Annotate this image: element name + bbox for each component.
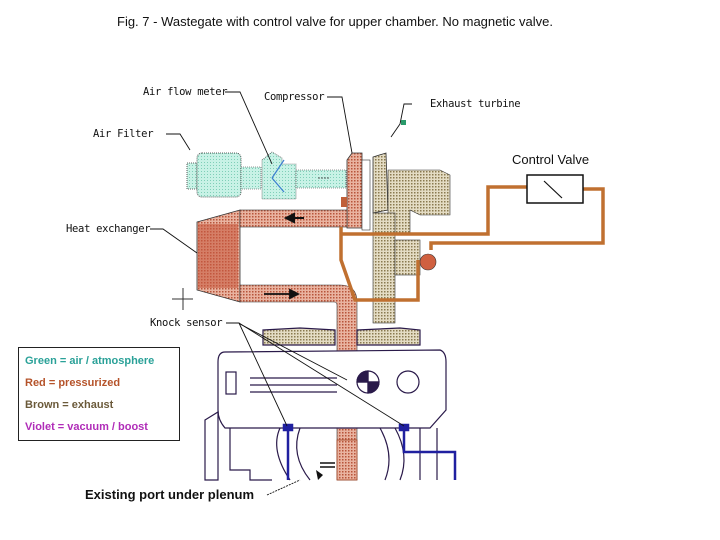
knock-sensor-wires xyxy=(282,423,457,480)
control-line xyxy=(339,185,605,302)
charge-pipe-upper xyxy=(239,209,348,228)
label-air-filter: Air Filter xyxy=(93,128,154,140)
label-compressor: Compressor xyxy=(264,91,325,103)
figure-title: Fig. 7 - Wastegate with control valve fo… xyxy=(117,14,553,29)
label-control-valve: Control Valve xyxy=(512,152,590,167)
air-filter xyxy=(186,152,242,198)
label-knock-sensor: Knock sensor xyxy=(150,317,223,329)
legend-item-green: Green = air / atmosphere xyxy=(25,355,155,367)
label-heat-exchanger: Heat exchanger xyxy=(66,223,151,235)
turbine-marker xyxy=(401,120,406,125)
control-valve[interactable] xyxy=(526,174,584,204)
heat-exchanger xyxy=(196,209,241,303)
crosshair-mark xyxy=(172,288,193,310)
legend-item-red: Red = pressurized xyxy=(25,377,121,389)
legend-item-brown: Brown = exhaust xyxy=(25,399,114,411)
air-flow-meter xyxy=(240,151,347,200)
existing-port xyxy=(320,439,358,481)
label-exhaust-turbine: Exhaust turbine xyxy=(430,98,521,110)
leader-lines xyxy=(150,91,412,496)
legend-item-violet: Violet = vacuum / boost xyxy=(25,421,148,433)
exhaust-turbine xyxy=(372,152,451,324)
engine xyxy=(204,327,447,481)
color-legend: Green = air / atmosphere Red = pressuriz… xyxy=(18,347,180,441)
label-existing-port: Existing port under plenum xyxy=(85,487,255,502)
label-air-flow-meter: Air flow meter xyxy=(143,86,228,98)
